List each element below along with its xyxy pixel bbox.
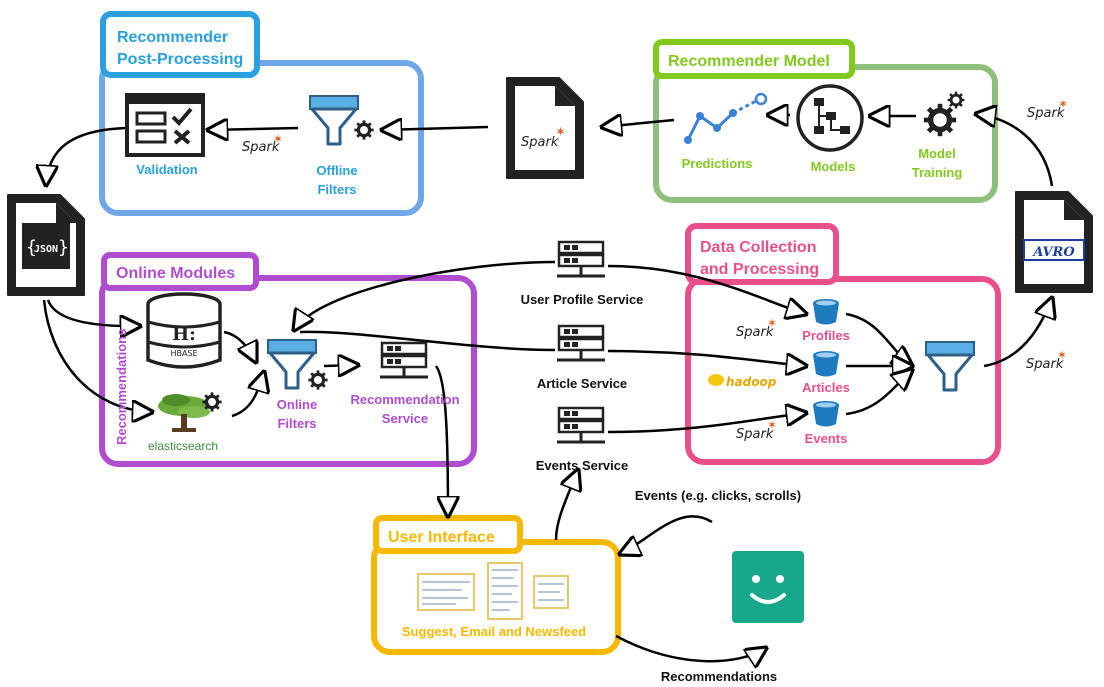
- user-interface-section: User Interface: [371, 515, 621, 655]
- article-service-icon: [555, 324, 607, 362]
- offline-filters-gear-icon: [352, 118, 376, 142]
- spark-file-icon: Spark ✶: [506, 77, 584, 179]
- ui-caption: Suggest, Email and Newsfeed: [402, 624, 586, 639]
- user-interface-title: User Interface: [388, 529, 495, 546]
- connectors: [44, 114, 1052, 661]
- predictions-label: Predictions: [682, 156, 753, 171]
- model-title: Recommender Model: [668, 53, 830, 70]
- validation-icon: [125, 93, 205, 157]
- data-collection-title-line1: Data Collection: [700, 239, 816, 256]
- validation-label: Validation: [136, 162, 197, 177]
- data-collection-section: Data Collection and Processing: [685, 223, 1001, 465]
- post-processing-section: Recommender Post-Processing: [99, 11, 424, 216]
- svg-text:✶: ✶: [273, 132, 283, 146]
- recommendations-vertical-label: Recommendations: [114, 329, 129, 445]
- spark-logo-model-training: Spark ✶: [1027, 97, 1068, 121]
- model-training-label-line1: Model: [918, 146, 956, 161]
- spark-logo-post-processing: Spark ✶: [242, 132, 283, 155]
- svg-text:✶: ✶: [555, 125, 566, 140]
- ui-screenshots: [417, 562, 569, 620]
- articles-bucket-icon: [813, 351, 839, 377]
- svg-text:Spark: Spark: [1027, 106, 1065, 121]
- svg-text:}: }: [58, 237, 69, 258]
- recommendation-service-label-line2: Service: [382, 411, 428, 426]
- svg-text:{: {: [26, 237, 37, 258]
- hbase-icon: H: HBASE: [146, 292, 222, 369]
- online-filters-gear-icon: [306, 368, 330, 392]
- events-service-icon: [555, 406, 607, 444]
- online-filters-label-line2: Filters: [277, 416, 316, 431]
- events-flow-label: Events (e.g. clicks, scrolls): [635, 488, 801, 503]
- svg-text:✶: ✶: [767, 418, 777, 432]
- svg-text:Spark: Spark: [242, 140, 280, 155]
- elasticsearch-label: elasticsearch: [148, 439, 218, 453]
- spark-logo-profiles: Spark ✶: [736, 316, 777, 340]
- profiles-bucket-icon: [813, 299, 839, 325]
- post-processing-title-line2: Post-Processing: [117, 51, 243, 68]
- avro-file-icon: AVRO: [1015, 191, 1093, 293]
- processing-funnel-icon: [924, 340, 976, 392]
- svg-text:AVRO: AVRO: [1031, 245, 1075, 260]
- model-section: Recommender Model: [653, 39, 998, 203]
- models-icon: [796, 84, 864, 152]
- events-bucket-icon: [813, 401, 839, 427]
- events-label: Events: [805, 431, 848, 446]
- svg-text:H:: H:: [172, 324, 196, 345]
- elasticsearch-gear-icon: [200, 390, 224, 414]
- user-smiley-icon: [732, 551, 804, 623]
- svg-text:Spark: Spark: [1026, 357, 1064, 372]
- svg-text:Spark: Spark: [736, 325, 774, 340]
- json-file-icon: JSON { }: [7, 194, 85, 296]
- spark-logo-events: Spark ✶: [736, 418, 777, 442]
- user-profile-service-label: User Profile Service: [521, 292, 644, 307]
- offline-filters-label-line2: Filters: [317, 182, 356, 197]
- spark-logo-avro: Spark ✶: [1026, 348, 1067, 372]
- svg-text:Spark: Spark: [521, 135, 559, 150]
- data-collection-title-line2: and Processing: [700, 261, 819, 278]
- article-service-label: Article Service: [537, 376, 627, 391]
- predictions-icon: [684, 92, 768, 144]
- events-service-label: Events Service: [536, 458, 629, 473]
- hadoop-logo: hadoop: [708, 374, 777, 389]
- recommendation-service-server-icon: [378, 341, 430, 379]
- elasticsearch-icon: [158, 394, 210, 432]
- svg-text:✶: ✶: [1058, 97, 1068, 111]
- model-training-small-gear-icon: [946, 90, 966, 110]
- online-filters-label-line1: Online: [277, 397, 317, 412]
- offline-filters-label-line1: Offline: [316, 163, 357, 178]
- post-processing-title-line1: Recommender: [117, 29, 228, 46]
- svg-text:hadoop: hadoop: [726, 375, 777, 389]
- model-training-gear-icon: [924, 104, 956, 136]
- svg-text:Spark: Spark: [736, 427, 774, 442]
- models-label: Models: [811, 159, 856, 174]
- articles-label: Articles: [802, 380, 850, 395]
- online-modules-title: Online Modules: [116, 265, 235, 282]
- online-modules-section: Online Modules: [99, 252, 477, 467]
- offline-filters-funnel-icon: [308, 94, 360, 146]
- svg-text:✶: ✶: [1057, 348, 1067, 362]
- user-profile-service-icon: [555, 240, 607, 278]
- svg-text:✶: ✶: [767, 316, 777, 330]
- recommendation-service-label-line1: Recommendation: [350, 392, 459, 407]
- profiles-label: Profiles: [802, 328, 850, 343]
- svg-text:JSON: JSON: [34, 244, 58, 255]
- svg-text:HBASE: HBASE: [170, 349, 197, 358]
- model-training-label-line2: Training: [912, 165, 963, 180]
- recommendations-flow-label: Recommendations: [661, 669, 777, 684]
